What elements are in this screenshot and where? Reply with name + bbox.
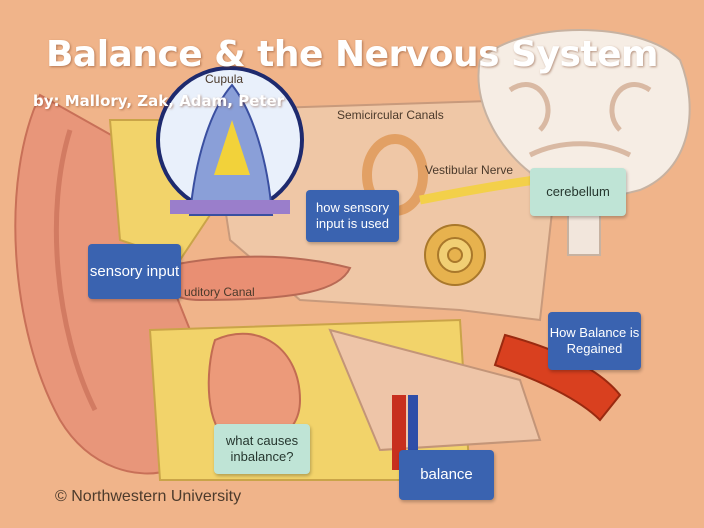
card-what-causes-inbalance[interactable]: what causes inbalance?: [214, 424, 310, 474]
card-how-balance-regained[interactable]: How Balance is Regained: [548, 312, 641, 370]
card-cerebellum[interactable]: cerebellum: [530, 168, 626, 216]
label-vestibular-nerve: Vestibular Nerve: [425, 163, 514, 177]
slide-title: Balance & the Nervous System: [45, 34, 659, 75]
label-auditory-canal: uditory Canal: [184, 285, 255, 299]
slide-authors: by: Mallory, Zak, Adam, Peter: [33, 92, 285, 110]
copyright-notice: © Northwestern University: [55, 488, 242, 505]
card-balance[interactable]: balance: [399, 450, 494, 500]
label-cupula: Cupula: [205, 72, 244, 86]
card-how-sensory-input-used[interactable]: how sensory input is used: [306, 190, 399, 242]
card-sensory-input[interactable]: sensory input: [88, 244, 181, 299]
label-semicircular-canals: Semicircular Canals: [337, 108, 444, 122]
